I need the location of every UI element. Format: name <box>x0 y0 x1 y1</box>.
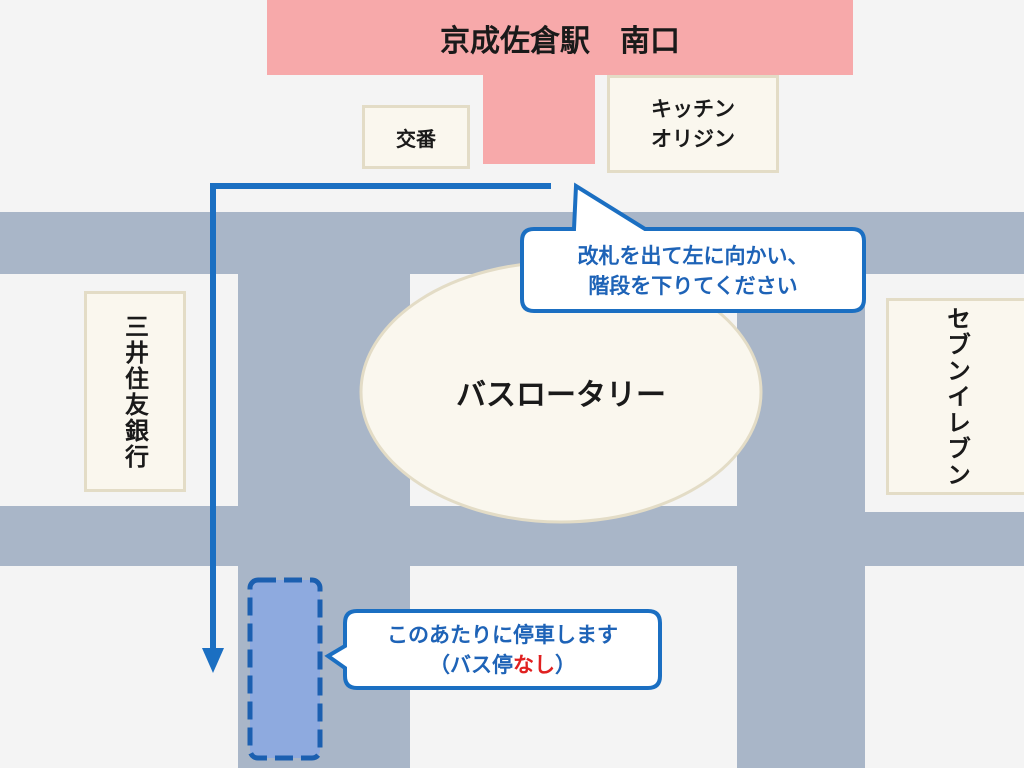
station-name: 京成佐倉駅 南口 <box>267 0 853 75</box>
lower-right-block <box>865 570 1024 768</box>
mitsui-bank-label: 三井住友銀行 <box>120 313 149 470</box>
bus-rotary-text: バスロータリー <box>456 378 666 413</box>
callout-bottom-text: このあたりに停車します （バス停なし） <box>347 614 658 686</box>
callout-top-line2: 階段を下りてください <box>588 274 798 298</box>
police-box-label: 交番 <box>396 126 436 151</box>
callout-bottom-line2: （バス停なし） <box>429 650 576 680</box>
mitsui-sumitomo-bank: 三井住友銀行 <box>84 291 186 492</box>
walking-route-line <box>210 183 551 660</box>
walking-route-arrowhead <box>202 648 224 673</box>
police-box: 交番 <box>362 105 470 169</box>
callout-bottom-prefix: （バス停 <box>429 653 513 677</box>
station-building <box>267 0 853 75</box>
bus-rotary-label: バスロータリー <box>400 362 722 422</box>
callout-bottom-bubble <box>324 609 662 690</box>
station-name-text: 京成佐倉駅 南口 <box>440 23 680 59</box>
callout-top-text: 改札を出て左に向かい、 階段を下りてください <box>524 233 862 309</box>
kitchen-origin-store: キッチン オリジン <box>607 75 779 173</box>
callout-bottom-line1: このあたりに停車します <box>387 623 618 647</box>
station-stairs <box>483 75 595 164</box>
callout-top-bubble <box>520 182 866 313</box>
seven-eleven-store: セブンイレブン <box>886 298 1024 495</box>
kitchen-origin-line2: オリジン <box>651 127 735 151</box>
callout-top-line1: 改札を出て左に向かい、 <box>577 244 809 268</box>
seven-eleven-label: セブンイレブン <box>942 305 971 488</box>
callout-bottom-suffix: ） <box>555 653 576 677</box>
callout-bottom-emphasis: なし <box>513 653 555 677</box>
kitchen-origin-line1: キッチン <box>651 97 735 121</box>
bus-stop-area <box>247 577 323 761</box>
